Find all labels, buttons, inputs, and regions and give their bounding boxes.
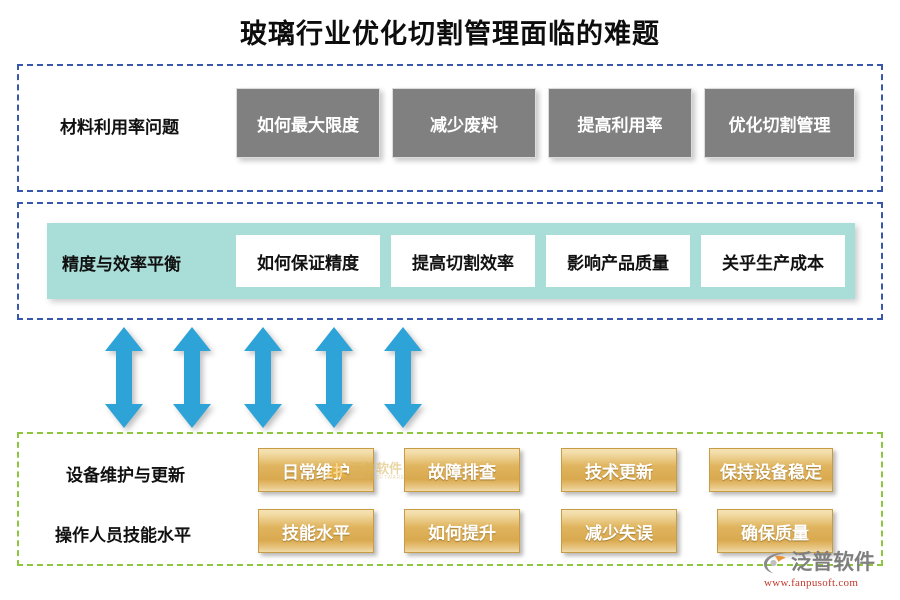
panel-precision-efficiency bbox=[17, 202, 883, 320]
row-label-material-utilization: 材料利用率问题 bbox=[60, 118, 179, 138]
brand-logo: 泛普软件 www.fanpusoft.com bbox=[762, 548, 894, 594]
chip-material-3[interactable]: 优化切割管理 bbox=[704, 88, 855, 158]
chip-skill-2[interactable]: 减少失误 bbox=[561, 509, 677, 553]
brand-url: www.fanpusoft.com bbox=[764, 577, 859, 589]
double-headed-vertical-arrow-icon-1 bbox=[103, 325, 145, 430]
chip-balance-0[interactable]: 如何保证精度 bbox=[236, 235, 380, 287]
brand-name: 泛普软件 bbox=[791, 550, 875, 574]
panel-material-utilization bbox=[17, 64, 883, 192]
panel-equipment-and-skills bbox=[17, 432, 883, 566]
chip-balance-3[interactable]: 关乎生产成本 bbox=[701, 235, 845, 287]
chip-skill-0[interactable]: 技能水平 bbox=[258, 509, 374, 553]
double-headed-vertical-arrow-icon-3 bbox=[242, 325, 284, 430]
chip-balance-1[interactable]: 提高切割效率 bbox=[391, 235, 535, 287]
chip-maintenance-0[interactable]: 日常维护 bbox=[258, 448, 374, 492]
fanpu-logo-icon bbox=[762, 549, 788, 575]
double-headed-vertical-arrow-icon-2 bbox=[171, 325, 213, 430]
chip-maintenance-3[interactable]: 保持设备稳定 bbox=[709, 448, 833, 492]
chip-balance-2[interactable]: 影响产品质量 bbox=[546, 235, 690, 287]
row-label-operator-skill: 操作人员技能水平 bbox=[55, 526, 191, 546]
chip-skill-3[interactable]: 确保质量 bbox=[717, 509, 833, 553]
chip-material-0[interactable]: 如何最大限度 bbox=[236, 88, 380, 158]
double-headed-vertical-arrow-icon-5 bbox=[382, 325, 424, 430]
chip-material-2[interactable]: 提高利用率 bbox=[548, 88, 692, 158]
page-title: 玻璃行业优化切割管理面临的难题 bbox=[240, 19, 660, 50]
row-label-precision-efficiency: 精度与效率平衡 bbox=[62, 255, 181, 275]
double-headed-vertical-arrow-icon-4 bbox=[313, 325, 355, 430]
chip-maintenance-1[interactable]: 故障排查 bbox=[404, 448, 520, 492]
chip-material-1[interactable]: 减少废料 bbox=[392, 88, 536, 158]
chip-maintenance-2[interactable]: 技术更新 bbox=[561, 448, 677, 492]
row-label-equipment-maintenance: 设备维护与更新 bbox=[66, 466, 185, 486]
chip-skill-1[interactable]: 如何提升 bbox=[404, 509, 520, 553]
